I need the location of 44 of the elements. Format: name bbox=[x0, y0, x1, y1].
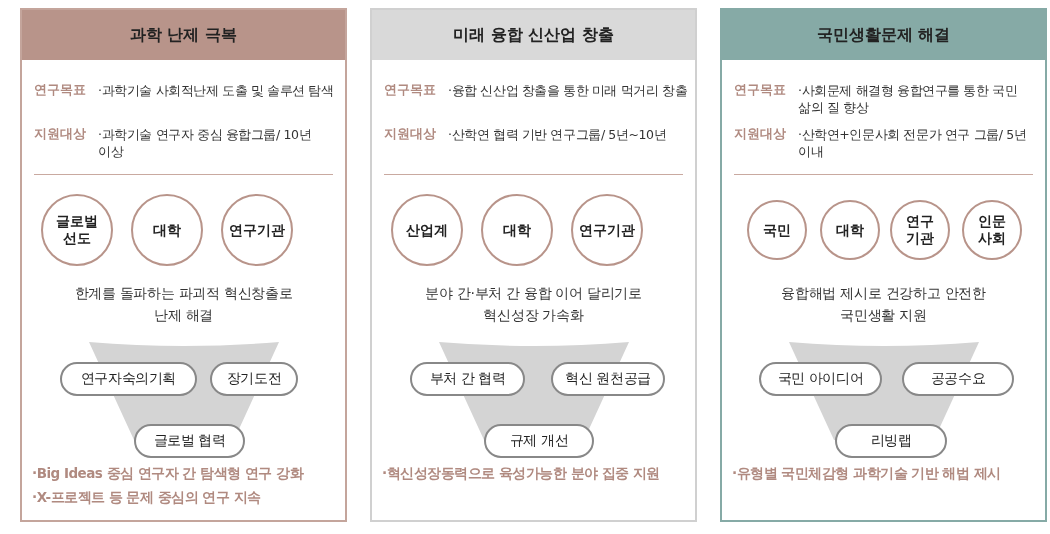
field-label: 연구목표 bbox=[734, 82, 786, 99]
field-label: 연구목표 bbox=[384, 82, 436, 99]
note-text: ·혁신성장동력으로 육성가능한 분야 집중 지원 bbox=[382, 464, 661, 483]
field-text: ·산학연+인문사회 전문가 연구 그룹/ 5년 이내 bbox=[798, 126, 1028, 160]
pill-node: 리빙랩 bbox=[835, 424, 947, 458]
pill-node: 글로벌 협력 bbox=[134, 424, 245, 458]
circle-node: 대학 bbox=[820, 200, 880, 260]
circle-node: 산업계 bbox=[391, 194, 463, 266]
description-text: 융합해법 제시로 건강하고 안전한 국민생활 지원 bbox=[780, 284, 987, 325]
field-text: ·과학기술 연구자 중심 융합그룹/ 10년 이상 bbox=[98, 126, 313, 160]
pill-node: 부처 간 협력 bbox=[410, 362, 525, 396]
description-text: 한계를 돌파하는 파괴적 혁신창출로 난제 해결 bbox=[73, 284, 294, 325]
panel-header: 국민생활문제 해결 bbox=[722, 10, 1045, 60]
field-label: 연구목표 bbox=[34, 82, 86, 99]
pill-node: 장기도전 bbox=[210, 362, 298, 396]
circle-node: 연구기관 bbox=[571, 194, 643, 266]
circle-node: 국민 bbox=[747, 200, 807, 260]
panel-card bbox=[720, 8, 1047, 522]
field-text: ·과학기술 사회적난제 도출 및 솔루션 탐색 bbox=[98, 82, 335, 99]
circle-node: 대학 bbox=[131, 194, 203, 266]
panel-card bbox=[370, 8, 697, 522]
circle-node: 글로벌 선도 bbox=[41, 194, 113, 266]
panel-header: 과학 난제 극복 bbox=[22, 10, 345, 60]
note-text: ·X-프로젝트 등 문제 중심의 연구 지속 bbox=[32, 488, 262, 507]
note-text: ·유형별 국민체감형 과학기술 기반 해법 제시 bbox=[732, 464, 1002, 483]
pill-node: 연구자숙의기획 bbox=[60, 362, 197, 396]
field-text: ·산학연 협력 기반 연구그룹/ 5년~10년 bbox=[448, 126, 668, 143]
circle-node: 대학 bbox=[481, 194, 553, 266]
field-label: 지원대상 bbox=[34, 126, 86, 143]
note-text: ·Big Ideas 중심 연구자 간 탐색형 연구 강화 bbox=[32, 464, 305, 483]
description-text: 분야 간·부처 간 융합 이어 달리기로 혁신성장 가속화 bbox=[424, 284, 643, 325]
field-label: 지원대상 bbox=[384, 126, 436, 143]
circle-node: 연구기관 bbox=[221, 194, 293, 266]
circle-node: 연구기관 bbox=[890, 200, 950, 260]
field-text: ·사회문제 해결형 융합연구를 통한 국민 삶의 질 향상 bbox=[798, 82, 1019, 116]
circle-node: 인문사회 bbox=[962, 200, 1022, 260]
pill-node: 혁신 원천공급 bbox=[551, 362, 665, 396]
pill-node: 국민 아이디어 bbox=[759, 362, 882, 396]
panel-header: 미래 융합 신산업 창출 bbox=[372, 10, 695, 60]
pill-node: 공공수요 bbox=[902, 362, 1014, 396]
pill-node: 규제 개선 bbox=[484, 424, 594, 458]
panel-card bbox=[20, 8, 347, 522]
field-label: 지원대상 bbox=[734, 126, 786, 143]
field-text: ·융합 신산업 창출을 통한 미래 먹거리 창출 bbox=[448, 82, 688, 99]
